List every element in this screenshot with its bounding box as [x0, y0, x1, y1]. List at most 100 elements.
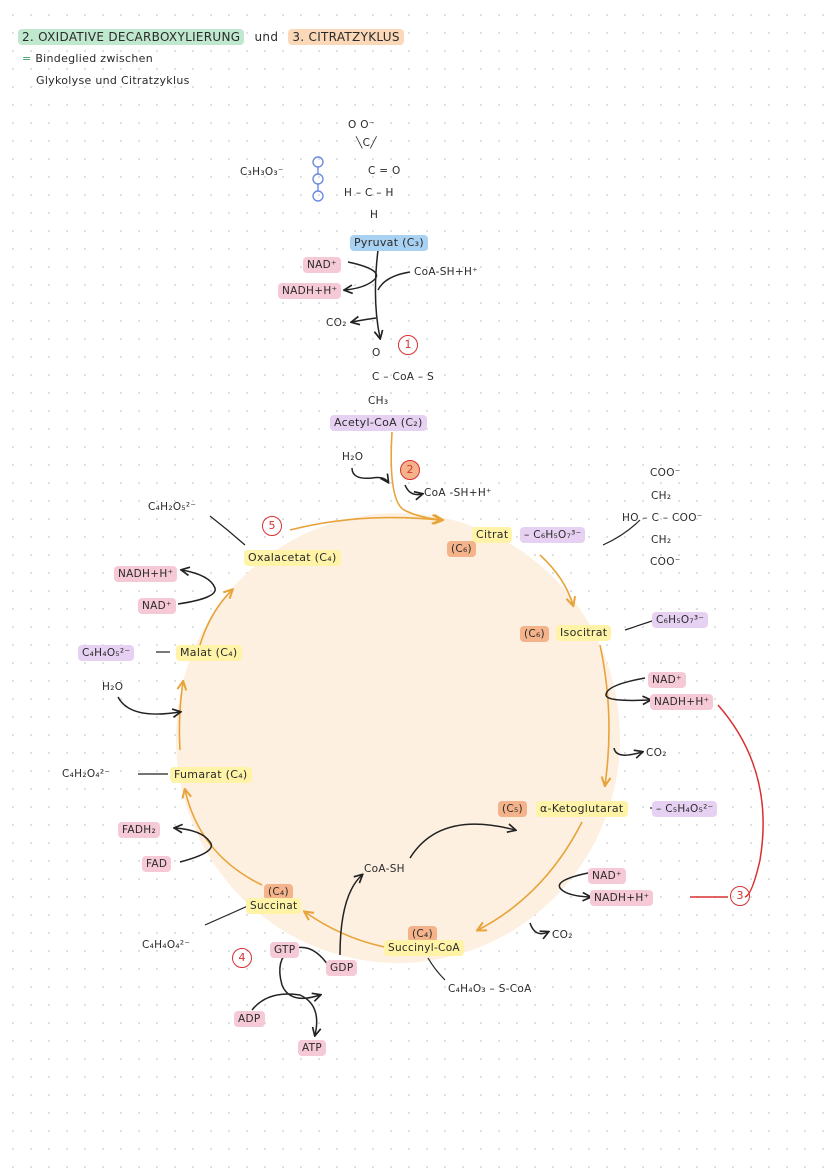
h2o-1: H₂O: [342, 451, 364, 463]
subtitle-line1: = Bindeglied zwischen: [22, 52, 153, 66]
nad-3: NAD⁺: [588, 868, 626, 884]
pyruvate-struct-5: H: [370, 209, 379, 221]
h2o-2: H₂O: [102, 681, 124, 693]
gtp: GTP: [270, 942, 300, 958]
subtitle-text-1: Bindeglied zwischen: [35, 52, 154, 65]
arrow-co2-out-3: [529, 922, 548, 934]
line-isocitrat-formula: [624, 619, 656, 631]
citrat-struct-2: CH₂: [651, 490, 672, 502]
pyruvate-struct-3: C = O: [368, 165, 401, 177]
title: 2. OXIDATIVE DECARBOXYLIERUNG und 3. CIT…: [18, 29, 404, 45]
citrat-struct-1: COO⁻: [650, 467, 681, 479]
arrow-oxalacetat-to-citrat: [289, 518, 440, 531]
citrat-c6: (C₆): [447, 541, 476, 557]
line-succinat-formula: [204, 904, 251, 926]
arrow-coa-out-2: [404, 484, 422, 495]
title-und: und: [254, 30, 279, 44]
atp: ATP: [298, 1040, 327, 1056]
fumarat-label: Fumarat (C₄): [170, 767, 252, 783]
line-citrat-struct: [602, 519, 641, 546]
citrat-formula: – C₆H₅O₇³⁻: [520, 527, 586, 543]
pyruvate-label: Pyruvat (C₃): [350, 235, 428, 251]
arrow-nad-to-nadh: [345, 261, 378, 290]
arrow-fad-fadh2: [175, 828, 213, 863]
oxalacetat-formula: C₄H₂O₅²⁻: [148, 501, 197, 513]
step-5-badge: 5: [262, 516, 282, 536]
pyruvate-formula: C₃H₃O₃⁻: [240, 166, 284, 178]
ketoglutarat-label: α-Ketoglutarat: [536, 801, 628, 817]
nad-4: NAD⁺: [138, 598, 176, 614]
co2-1: CO₂: [326, 317, 347, 329]
cycle-area: [176, 513, 620, 963]
acetyl-struct-2: C – CoA – S: [372, 371, 435, 383]
co2-2: CO₂: [646, 747, 667, 759]
fadh2: FADH₂: [118, 822, 160, 838]
succinat-label: Succinat: [246, 898, 302, 914]
succinat-formula: C₄H₄O₄²⁻: [142, 939, 191, 951]
line-oxalacetat-formula: [209, 515, 246, 546]
nadh-3: NADH+H⁺: [590, 890, 654, 906]
carbon-circle-1: [312, 156, 324, 168]
coa-sh-keto: CoA-SH: [364, 863, 405, 875]
nadh-2: NADH+H⁺: [650, 694, 714, 710]
arrow-nad-nadh-4: [177, 570, 216, 605]
loop-gdp-gtp: [279, 946, 331, 998]
gdp: GDP: [326, 960, 358, 976]
acetyl-struct-1: O: [372, 347, 381, 359]
succinylcoa-formula: C₄H₄O₃ – S-CoA: [448, 983, 532, 995]
arrow-pyruvat-to-acetylcoa: [375, 249, 380, 338]
arrow-nad-nadh-2: [605, 677, 650, 700]
malat-label: Malat (C₄): [176, 645, 242, 661]
co2-3: CO₂: [552, 929, 573, 941]
arrow-coa-sh-out: [339, 875, 362, 956]
step-1-badge: 1: [398, 335, 418, 355]
arrow-citrat-to-isocitrat: [539, 554, 573, 605]
subtitle-eq: =: [22, 52, 32, 65]
acetyl-struct-3: CH₃: [368, 395, 389, 407]
coa-out-2: CoA -SH+H⁺: [424, 487, 492, 499]
succinylcoa-c4: (C₄): [408, 926, 437, 942]
red-arc-step3: [717, 704, 764, 898]
arrow-nad-nadh-3: [558, 872, 590, 897]
adp: ADP: [234, 1011, 265, 1027]
pyruvate-struct-2: ╲C╱: [356, 137, 377, 149]
arrow-co2-out-1: [352, 318, 377, 322]
subtitle-line2: Glykolyse und Citratzyklus: [36, 74, 190, 87]
isocitrat-c6: (C₆): [520, 626, 549, 642]
step-4-badge: 4: [232, 948, 252, 968]
carbon-circle-3: [312, 190, 324, 202]
arrow-succinylcoa-to-succinat: [305, 912, 391, 949]
pyruvate-struct-1: O O⁻: [348, 119, 375, 131]
arrow-adp-atp: [251, 993, 317, 1035]
arrow-h2o-in: [351, 467, 388, 482]
succinat-c4: (C₄): [264, 884, 293, 900]
arrow-h2o-in-2: [117, 696, 180, 714]
arrow-acetylcoa-into-cycle: [390, 431, 442, 520]
nad-2: NAD⁺: [648, 672, 686, 688]
fumarat-formula: C₄H₂O₄²⁻: [62, 768, 111, 780]
title-decarboxylation: 2. OXIDATIVE DECARBOXYLIERUNG: [18, 29, 245, 45]
succinylcoa-label: Succinyl-CoA: [384, 940, 464, 956]
pyruvate-struct-4: H – C – H: [344, 187, 394, 199]
citrat-struct-4: CH₂: [651, 534, 672, 546]
arrow-isocitrat-to-ketoglutarat: [599, 644, 609, 785]
arrow-coa-in: [377, 271, 411, 291]
step-3-badge: 3: [730, 886, 750, 906]
title-citratzyklus: 3. CITRATZYKLUS: [288, 29, 404, 45]
nad-1: NAD⁺: [303, 257, 341, 273]
arrow-coa-into-keto: [409, 824, 515, 859]
citrat-struct-3: HO – C – COO⁻: [622, 512, 703, 524]
isocitrat-label: Isocitrat: [556, 625, 612, 641]
nadh-1: NADH+H⁺: [278, 283, 342, 299]
arrow-co2-out-2: [613, 747, 642, 755]
malat-formula: C₄H₄O₅²⁻: [78, 645, 135, 661]
ketoglutarat-c5: (C₅): [498, 801, 527, 817]
fad: FAD: [142, 856, 172, 872]
coa-in-1: CoA-SH+H⁺: [414, 266, 478, 278]
line-succinylcoa-formula: [427, 957, 446, 981]
carbon-circle-2: [312, 173, 324, 185]
citrat-struct-5: COO⁻: [650, 556, 681, 568]
arrow-ketoglutarat-to-succinylcoa: [478, 821, 583, 930]
step-2-badge: 2: [400, 460, 420, 480]
